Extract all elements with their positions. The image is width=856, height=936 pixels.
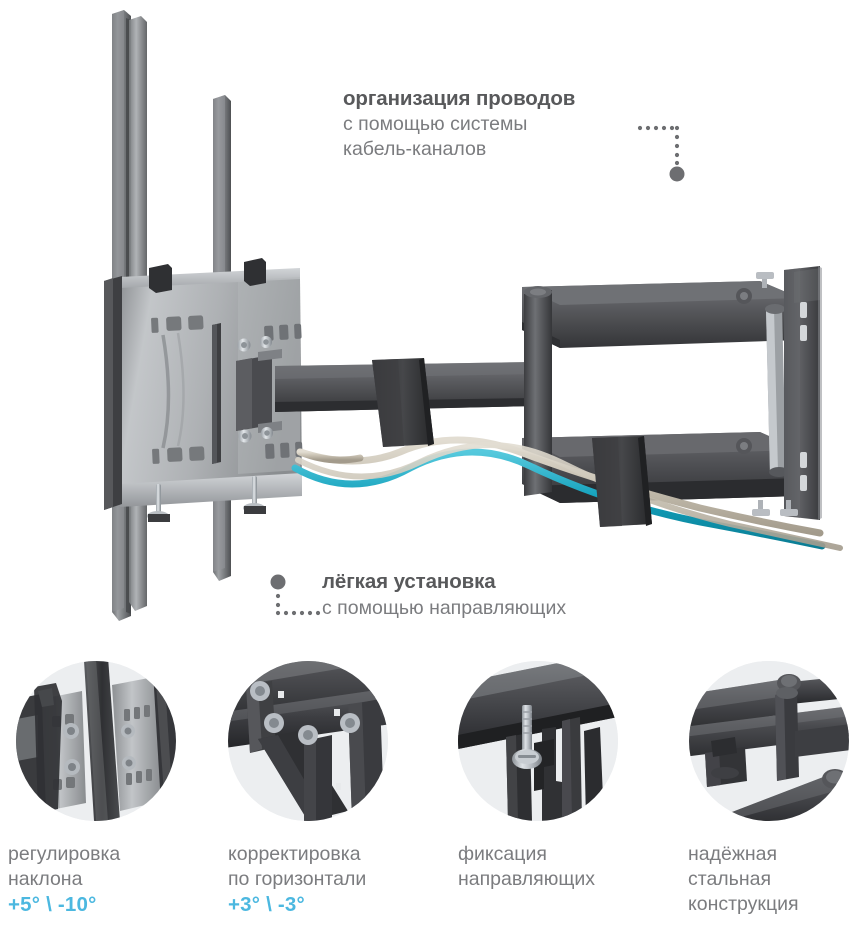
- lock-screw-2: [243, 476, 266, 514]
- feature-horizontal-line-1: корректировка: [228, 843, 361, 865]
- wall-plate: [752, 266, 822, 520]
- lock-screw-1: [147, 484, 170, 522]
- feature-steel-thumbnail: [689, 661, 849, 821]
- vesa-plate: [104, 258, 303, 522]
- feature-rail-caption: фиксация направляющих: [458, 842, 673, 892]
- velcro-strap-upper: [372, 358, 434, 447]
- wall-plate-bolt-top: [756, 272, 774, 288]
- feature-rail-line-2: направляющих: [458, 867, 596, 890]
- cable-teal: [291, 448, 826, 550]
- feature-steel-line-2: стальная: [688, 867, 772, 890]
- tilt-bolt-lower: [238, 427, 273, 443]
- fixation-screw: [512, 705, 542, 769]
- feature-horizontal-thumbnail: [228, 661, 388, 821]
- wall-plate-bolt-bottom: [752, 500, 798, 516]
- feature-tilt-angle: +5° \ -10°: [8, 892, 97, 916]
- feature-steel-line-1: надёжная: [688, 843, 778, 865]
- feature-tilt-line-2: наклона: [8, 867, 83, 890]
- feature-rail-line-1: фиксация: [458, 843, 547, 865]
- callout-easy-installation-title: лёгкая установка: [322, 570, 496, 593]
- feature-steel-caption: надёжная стальная конструкция: [688, 842, 856, 917]
- strut-bolt-top: [736, 288, 752, 304]
- feature-horizontal-correction: корректировка по горизонтали +3° \ -3°: [215, 650, 430, 936]
- cable-beige-2: [295, 442, 843, 551]
- feature-tilt-adjustment: регулировка наклона +5° \ -10°: [0, 650, 215, 936]
- tilt-bracket: [236, 349, 282, 433]
- product-illustration: [104, 10, 843, 621]
- leader-line-cable-management: [636, 118, 696, 193]
- feature-row: регулировка наклона +5° \ -10°: [0, 650, 856, 936]
- feature-steel-construction: надёжная стальная конструкция: [655, 650, 856, 936]
- callout-cable-management-line2: кабель-каналов: [343, 138, 487, 161]
- feature-rail-fixation: фиксация направляющих: [440, 650, 655, 936]
- cable-beige: [296, 436, 824, 537]
- feature-horizontal-caption: корректировка по горизонтали +3° \ -3°: [228, 842, 443, 919]
- callout-cable-management-title: организация проводов: [343, 87, 576, 110]
- leader-line-easy-installation: [266, 572, 326, 635]
- product-photo: [104, 10, 843, 621]
- strut-bolt-bottom: [736, 438, 752, 454]
- feature-tilt-caption: регулировка наклона +5° \ -10°: [8, 842, 223, 919]
- callout-cable-management-line1: с помощью системы: [343, 112, 528, 135]
- feature-horizontal-line-2: по горизонтали: [228, 867, 367, 890]
- callout-cable-management: организация проводов с помощью системы к…: [343, 86, 575, 163]
- velcro-strap-lower: [592, 436, 652, 527]
- feature-horizontal-angle: +3° \ -3°: [228, 892, 305, 916]
- feature-tilt-thumbnail: [16, 661, 176, 821]
- callout-easy-installation: лёгкая установка с помощью направляющих: [322, 569, 566, 621]
- tilt-bolt-upper: [237, 336, 272, 352]
- articulating-arm: [522, 281, 800, 503]
- callout-easy-installation-line1: с помощью направляющих: [322, 596, 567, 619]
- feature-tilt-line-1: регулировка: [8, 843, 121, 865]
- gas-strut: [765, 304, 789, 477]
- feature-rail-thumbnail: [458, 661, 618, 821]
- cable-beige-front: [296, 448, 364, 464]
- feature-steel-line-3: конструкция: [688, 892, 799, 915]
